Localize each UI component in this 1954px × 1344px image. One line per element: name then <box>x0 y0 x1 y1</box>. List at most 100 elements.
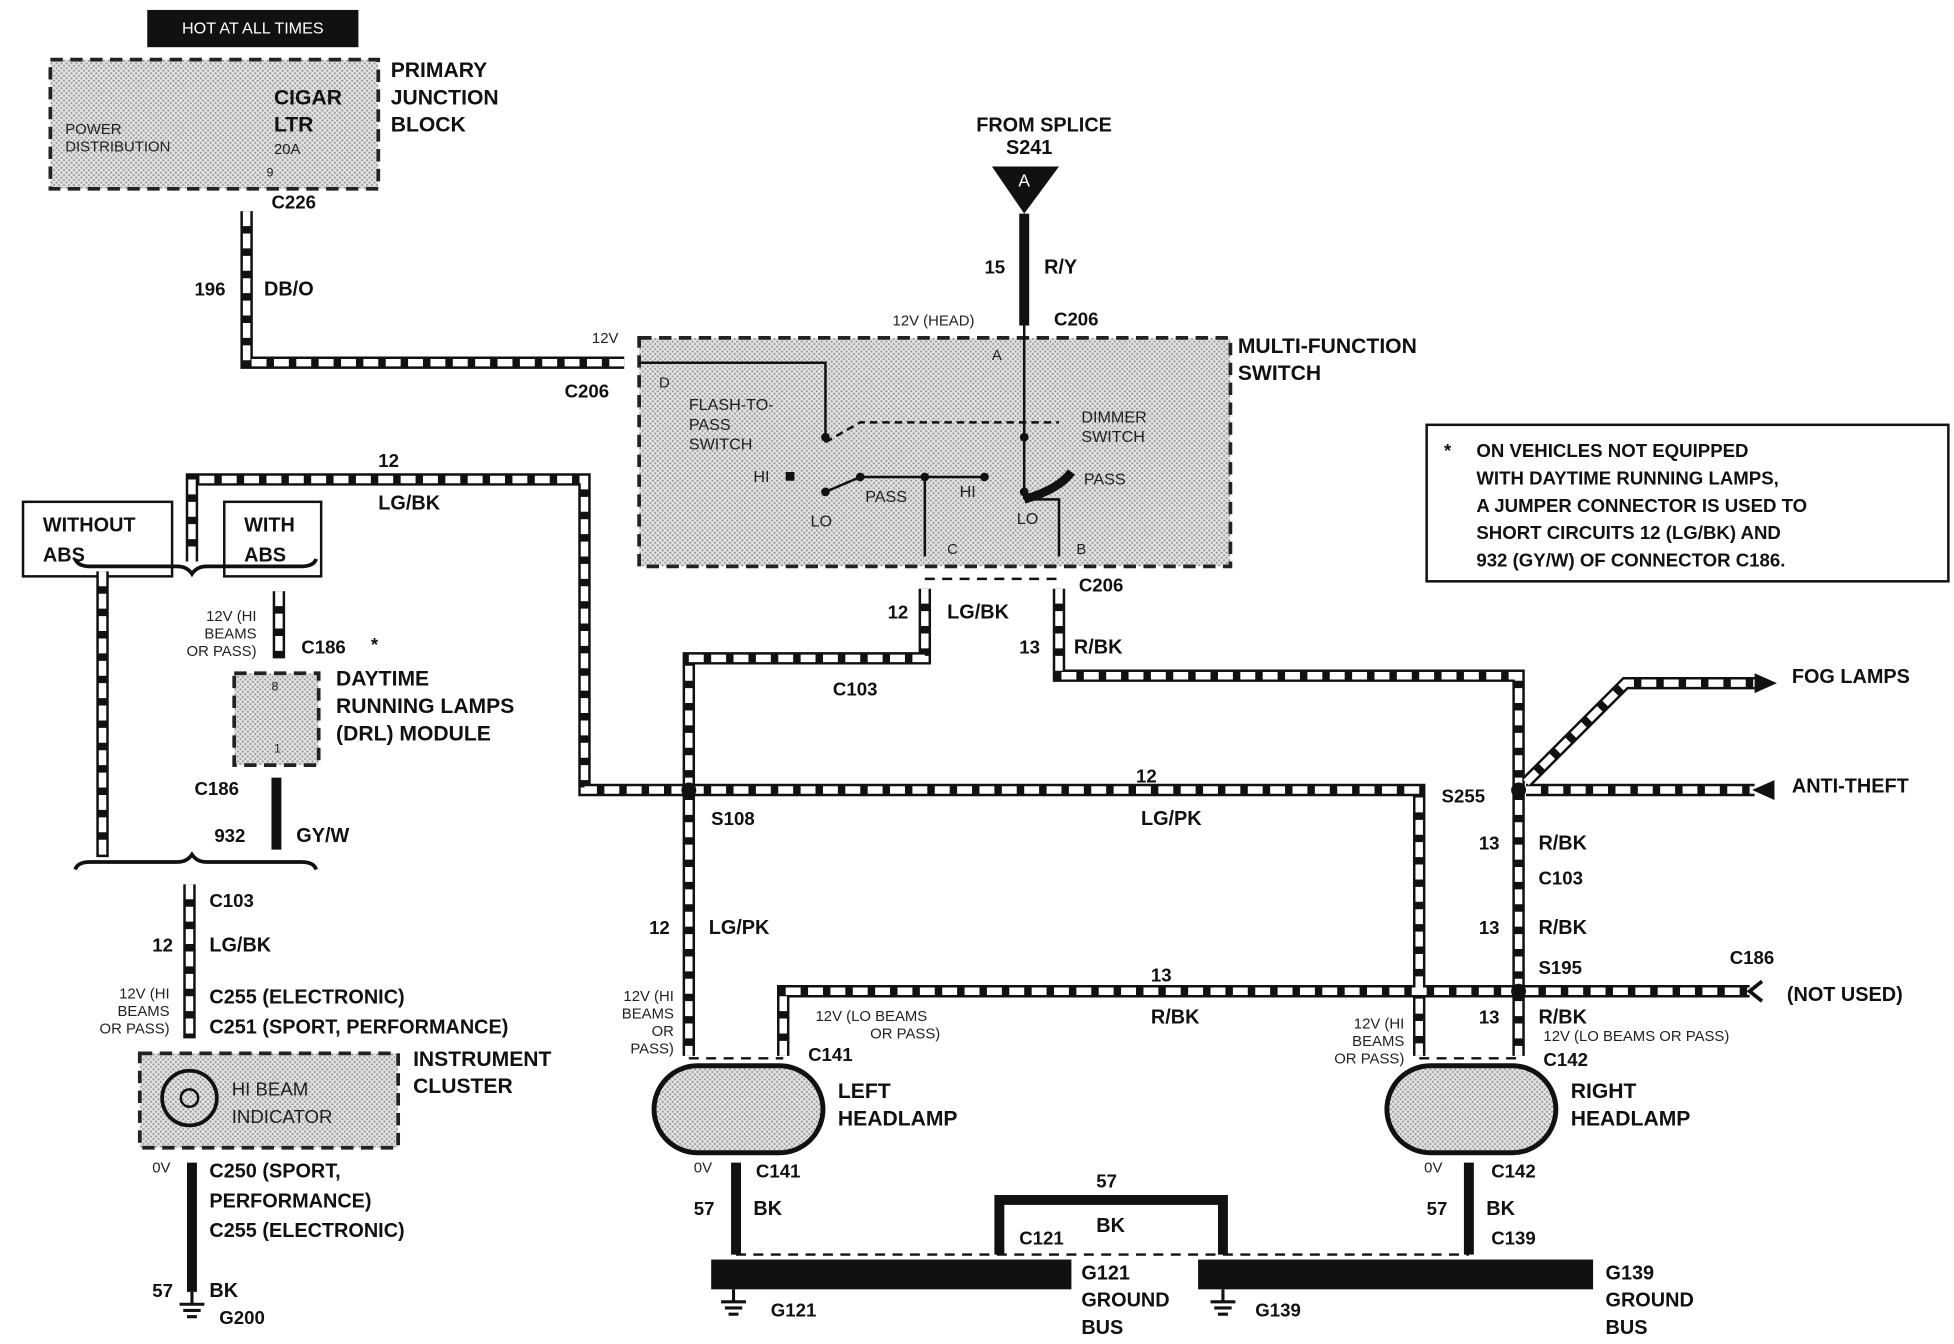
left-headlamp-shape <box>651 1063 826 1156</box>
circuit-12-left: 12 <box>152 934 173 955</box>
junction-label-2: JUNCTION <box>391 86 499 109</box>
drl-module-box <box>232 671 321 768</box>
right-headlamp-label-2: HEADLAMP <box>1571 1107 1691 1130</box>
mfs-lo-left: LO <box>811 513 833 531</box>
splice-dots <box>681 782 1527 999</box>
drl-pin-8: 8 <box>271 680 278 694</box>
rh-0v: 0V <box>1424 1161 1442 1177</box>
color-lg-pk-vert: LG/PK <box>709 917 770 939</box>
primary-junction-block-box <box>48 57 381 191</box>
anti-theft-label: ANTI-THEFT <box>1792 775 1909 797</box>
note-box <box>1425 423 1950 583</box>
with-abs-label-1: WITH <box>244 515 295 537</box>
right-headlamp-shape <box>1384 1063 1559 1156</box>
connector-c251-sport: C251 (SPORT, PERFORMANCE) <box>209 1016 508 1038</box>
color-r-bk-top: R/BK <box>1074 636 1123 658</box>
note-line-5: 932 (GY/W) OF CONNECTOR C186. <box>1476 549 1785 570</box>
drl-12v-hi-2: BEAMS <box>204 626 256 642</box>
connector-c103-right: C103 <box>1538 867 1583 888</box>
mfs-pass-right: PASS <box>1084 470 1126 488</box>
connector-c255-electronic: C255 (ELECTRONIC) <box>209 987 404 1009</box>
rh-12v-hi-2: BEAMS <box>1352 1034 1404 1050</box>
cluster-12v-hi-2: BEAMS <box>117 1004 169 1020</box>
mfs-pin-c: C <box>947 542 958 558</box>
circuit-196: 196 <box>194 279 225 300</box>
drl-label-2: RUNNING LAMPS <box>336 695 514 718</box>
hi-beam-label: HI BEAM <box>232 1079 309 1100</box>
cigar-ltr-pin: 9 <box>266 165 273 179</box>
color-bk-mid: BK <box>1096 1215 1125 1237</box>
connector-c226: C226 <box>271 192 316 213</box>
color-r-bk-lower: R/BK <box>1151 1007 1200 1029</box>
striped-wires <box>96 211 1755 1292</box>
circuit-13-top: 13 <box>1019 636 1040 657</box>
color-gy-w: GY/W <box>296 825 349 847</box>
drl-label-3: (DRL) MODULE <box>336 722 491 745</box>
circuit-57-mid: 57 <box>1096 1170 1117 1191</box>
junction-label-1: PRIMARY <box>391 59 488 82</box>
dimmer-switch-blade <box>1022 469 1075 504</box>
ground-bus-g121 <box>711 1259 1072 1290</box>
circuit-12-vert: 12 <box>649 917 670 938</box>
dimmer-label-2: SWITCH <box>1081 428 1145 446</box>
circuit-932: 932 <box>214 825 245 846</box>
connector-c206-bottom: C206 <box>1079 574 1124 595</box>
left-headlamp-label-1: LEFT <box>838 1080 891 1103</box>
circuit-13-lower: 13 <box>1151 964 1172 985</box>
connector-c186-star: * <box>371 634 379 655</box>
ground-bus-g139 <box>1198 1259 1594 1290</box>
g121-bus-label-1: G121 <box>1081 1262 1130 1284</box>
circuit-12-top: 12 <box>378 450 399 471</box>
color-r-bk-r2: R/BK <box>1538 917 1587 939</box>
connector-c250-a: C250 (SPORT, <box>209 1161 340 1183</box>
color-lg-bk-left: LG/BK <box>209 934 271 956</box>
connector-c186-top: C186 <box>301 636 346 657</box>
junction-label-3: BLOCK <box>391 114 467 137</box>
color-r-bk-r3: R/BK <box>1538 1007 1587 1029</box>
note-line-3: A JUMPER CONNECTOR IS USED TO <box>1476 495 1807 516</box>
circuit-13-r1: 13 <box>1479 833 1500 854</box>
connector-c121: C121 <box>1019 1228 1064 1249</box>
mfs-contacts <box>785 432 1029 497</box>
g139-bus-label-3: BUS <box>1606 1317 1648 1339</box>
hot-at-all-times-label: HOT AT ALL TIMES <box>182 20 324 38</box>
color-bk-left: BK <box>209 1280 238 1302</box>
dimmer-label-1: DIMMER <box>1081 408 1146 426</box>
cluster-12v-hi-1: 12V (HI <box>119 987 169 1003</box>
color-r-y: R/Y <box>1044 256 1077 278</box>
rh-12v-lo: 12V (LO BEAMS OR PASS) <box>1543 1029 1729 1045</box>
lh-12v-hi-1: 12V (HI <box>623 989 673 1005</box>
note-line-4: SHORT CIRCUITS 12 (LG/BK) AND <box>1476 522 1781 543</box>
cigar-ltr-label-1: CIGAR <box>274 86 342 109</box>
g121-bus-label-2: GROUND <box>1081 1290 1169 1312</box>
connector-c186-bottom: C186 <box>194 778 239 799</box>
cigar-ltr-amp: 20A <box>274 142 301 158</box>
connector-c206-top: C206 <box>1054 308 1099 329</box>
drl-label-1: DAYTIME <box>336 668 429 691</box>
fog-lamps-arrow-icon <box>1754 673 1777 694</box>
connector-c142-bottom: C142 <box>1491 1161 1536 1182</box>
fog-lamps-label: FOG LAMPS <box>1792 666 1910 688</box>
color-lg-pk-horiz: LG/PK <box>1141 808 1202 830</box>
connector-c142-top: C142 <box>1543 1049 1588 1070</box>
splice-s241-marker <box>991 166 1059 214</box>
multi-function-switch-box <box>637 336 1233 569</box>
with-abs-box <box>223 500 323 578</box>
circuit-15: 15 <box>984 256 1005 277</box>
color-bk-lh: BK <box>753 1198 782 1220</box>
connector-c141-top: C141 <box>808 1044 853 1065</box>
anti-theft-arrow-icon <box>1752 780 1775 800</box>
not-used-connector-icon <box>1746 979 1764 1003</box>
flash-label-2: PASS <box>689 416 731 434</box>
ground-g200: G200 <box>219 1307 265 1328</box>
power-dist-label-1: POWER <box>65 122 122 138</box>
g139-bus-label-1: G139 <box>1606 1262 1655 1284</box>
rh-12v-hi-1: 12V (HI <box>1354 1016 1404 1032</box>
cluster-0v: 0V <box>152 1161 170 1177</box>
drl-12v-hi-3: OR PASS) <box>186 644 256 660</box>
lh-12v-hi-2: BEAMS <box>622 1007 674 1023</box>
circuit-12-mid: 12 <box>888 602 909 623</box>
circuit-12-horiz: 12 <box>1136 766 1157 787</box>
circuit-57-rh: 57 <box>1427 1198 1448 1219</box>
color-lg-bk-top: LG/BK <box>378 492 440 514</box>
